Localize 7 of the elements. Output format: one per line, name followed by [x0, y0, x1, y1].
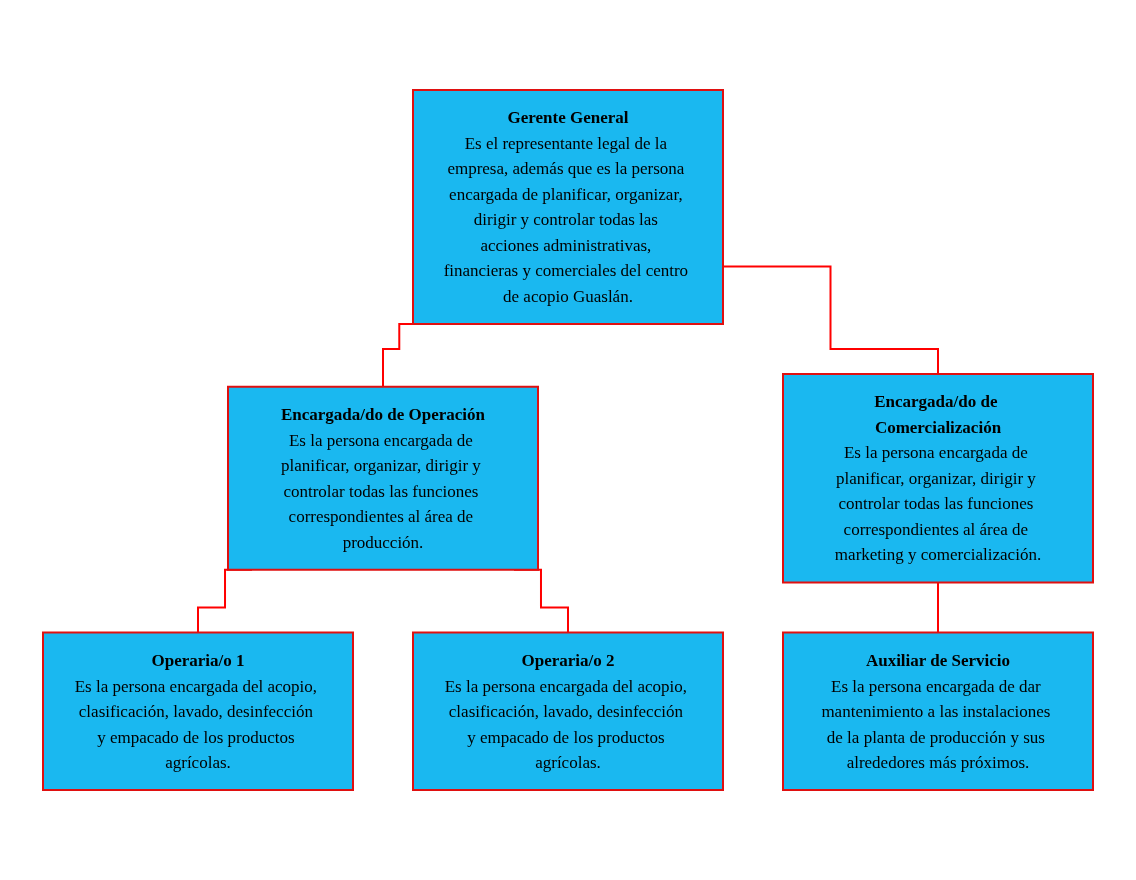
node-box: Encargada/do de Comercialización Es la persona encargada de planificar, organizar, dirigir y controlar todas las funciones correspondientes al área de marketing y comercialización. — [782, 373, 1094, 584]
node-box: Auxiliar de Servicio Es la persona encargada de dar mantenimiento a las instalaciones de la planta de producción y sus alrededores más próximos. — [782, 631, 1094, 791]
connector — [937, 581, 939, 634]
node-box: Encargada/do de Operación Es la persona encargada de planificar, organizar, dirigir y controlar todas las funciones correspondientes al área de producción. — [227, 385, 539, 571]
node-box: Operaria/o 1 Es la persona encargada del acopio, clasificación, lavado, desinfección y empacado de los productos agrícolas. — [42, 631, 354, 791]
node-box: Gerente General Es el representante legal de la empresa, además que es la persona encargada de planificar, organizar, dirigir y controlar todas las acciones administrativas, financieras y comerciales del centro de acopio Guaslán. — [412, 89, 724, 325]
node-box: Operaria/o 2 Es la persona encargada del acopio, clasificación, lavado, desinfección y empacado de los productos agrícolas. — [412, 631, 724, 791]
